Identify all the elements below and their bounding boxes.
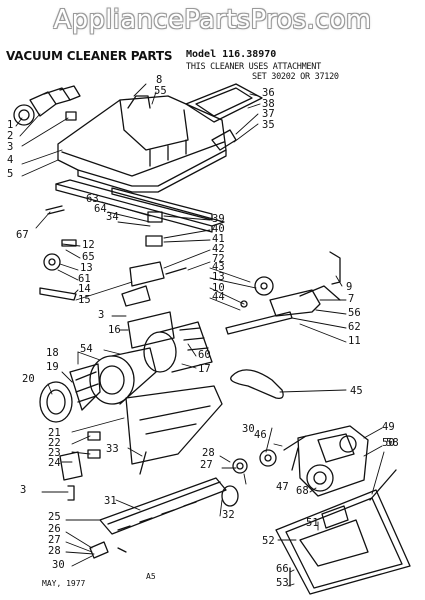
callout-55: 55 (154, 85, 167, 97)
callout-3a: 3 (7, 141, 13, 153)
motor-part (89, 347, 157, 405)
rail-part (111, 187, 213, 221)
base-plate-part (275, 469, 411, 595)
callout-33: 33 (106, 443, 119, 455)
callout-2: 2 (7, 130, 13, 142)
callout-58: 58 (386, 437, 399, 449)
callout-42: 42 (212, 243, 225, 255)
callout-7: 7 (348, 293, 354, 305)
callout-13a: 13 (80, 262, 93, 274)
diagram-title: VACUUM CLEANER PARTS (6, 49, 173, 63)
callout-9: 9 (346, 281, 352, 293)
callout-38: 38 (262, 98, 275, 110)
callout-13b: 13 (212, 271, 225, 283)
callout-26: 26 (48, 523, 61, 535)
callout-46: 46 (254, 429, 267, 441)
callout-41: 41 (212, 233, 225, 245)
callout-36: 36 (262, 87, 275, 99)
callout-72: 72 (212, 253, 225, 265)
hose-coupling-part (13, 85, 81, 126)
callout-14: 14 (78, 283, 91, 295)
callout-51: 51 (306, 517, 319, 529)
callout-28b: 28 (48, 545, 61, 557)
adjust-wheel-part (39, 205, 77, 301)
nozzle-plate-part (125, 385, 223, 465)
callout-37: 37 (262, 108, 275, 120)
callout-67: 67 (16, 229, 29, 241)
callout-62: 62 (348, 321, 361, 333)
callout-23: 23 (48, 447, 61, 459)
callout-5: 5 (7, 168, 13, 180)
attachment-note-line2: SET 30202 OR 37120 (252, 72, 339, 82)
callout-61: 61 (78, 273, 91, 285)
callout-3c: 3 (20, 484, 26, 496)
headlight-lens-part (185, 83, 263, 123)
wheel-assembly-part (232, 425, 369, 497)
callout-45: 45 (350, 385, 363, 397)
main-hood-part (57, 95, 227, 193)
callout-40: 40 (212, 223, 225, 235)
callout-1: 1 (7, 119, 13, 131)
callout-4: 4 (7, 154, 13, 166)
callout-66: 66 (276, 563, 289, 575)
callout-21: 21 (48, 427, 61, 439)
callout-27b: 27 (48, 534, 61, 546)
callout-15: 15 (78, 294, 91, 306)
figure-code: A5 (146, 572, 156, 581)
callout-19: 19 (46, 361, 59, 373)
callout-39: 39 (212, 213, 225, 225)
callout-18: 18 (46, 347, 59, 359)
callout-12: 12 (82, 239, 95, 251)
callout-17: 17 (198, 363, 211, 375)
callout-56: 56 (348, 307, 361, 319)
callout-65: 65 (82, 251, 95, 263)
leader-lines (15, 83, 385, 587)
callout-11: 11 (348, 335, 361, 347)
watermark: AppliancePartsPros.com (53, 5, 372, 35)
attachment-note-line1: THIS CLEANER USES ATTACHMENT (186, 62, 321, 72)
callout-30b: 30 (52, 559, 65, 571)
callout-60: 60 (198, 349, 211, 361)
agitator-brush-part (99, 477, 239, 535)
callout-35: 35 (262, 119, 275, 131)
callout-24: 24 (48, 457, 61, 469)
callout-52: 52 (262, 535, 275, 547)
callout-44: 44 (212, 291, 225, 303)
small-fasteners-part (59, 431, 147, 559)
callout-47: 47 (276, 481, 289, 493)
model-number: Model 116.38970 (186, 49, 277, 60)
callout-54: 54 (80, 343, 93, 355)
callout-30a: 30 (242, 423, 255, 435)
callout-20: 20 (22, 373, 35, 385)
callout-27a: 27 (200, 459, 213, 471)
callout-34: 34 (106, 211, 119, 223)
callout-43: 43 (212, 261, 225, 273)
callout-68: 68 (296, 485, 309, 497)
revision-date: MAY, 1977 (42, 579, 86, 588)
callout-49: 49 (382, 421, 395, 433)
callout-53: 53 (276, 577, 289, 589)
callout-32: 32 (222, 509, 235, 521)
callout-25: 25 (48, 511, 61, 523)
callout-10: 10 (212, 282, 225, 294)
fan-impeller-part (39, 363, 101, 423)
callout-8: 8 (156, 74, 162, 86)
callout-64: 64 (94, 203, 107, 215)
callout-22: 22 (48, 437, 61, 449)
switch-part (211, 129, 237, 151)
callout-3b: 3 (98, 309, 104, 321)
brackets-part (121, 211, 175, 349)
callout-16: 16 (108, 324, 121, 336)
callout-28a: 28 (202, 447, 215, 459)
callout-63: 63 (86, 193, 99, 205)
callout-50: 50 (382, 437, 395, 449)
drive-belt-part (230, 369, 284, 399)
callout-31: 31 (104, 495, 117, 507)
